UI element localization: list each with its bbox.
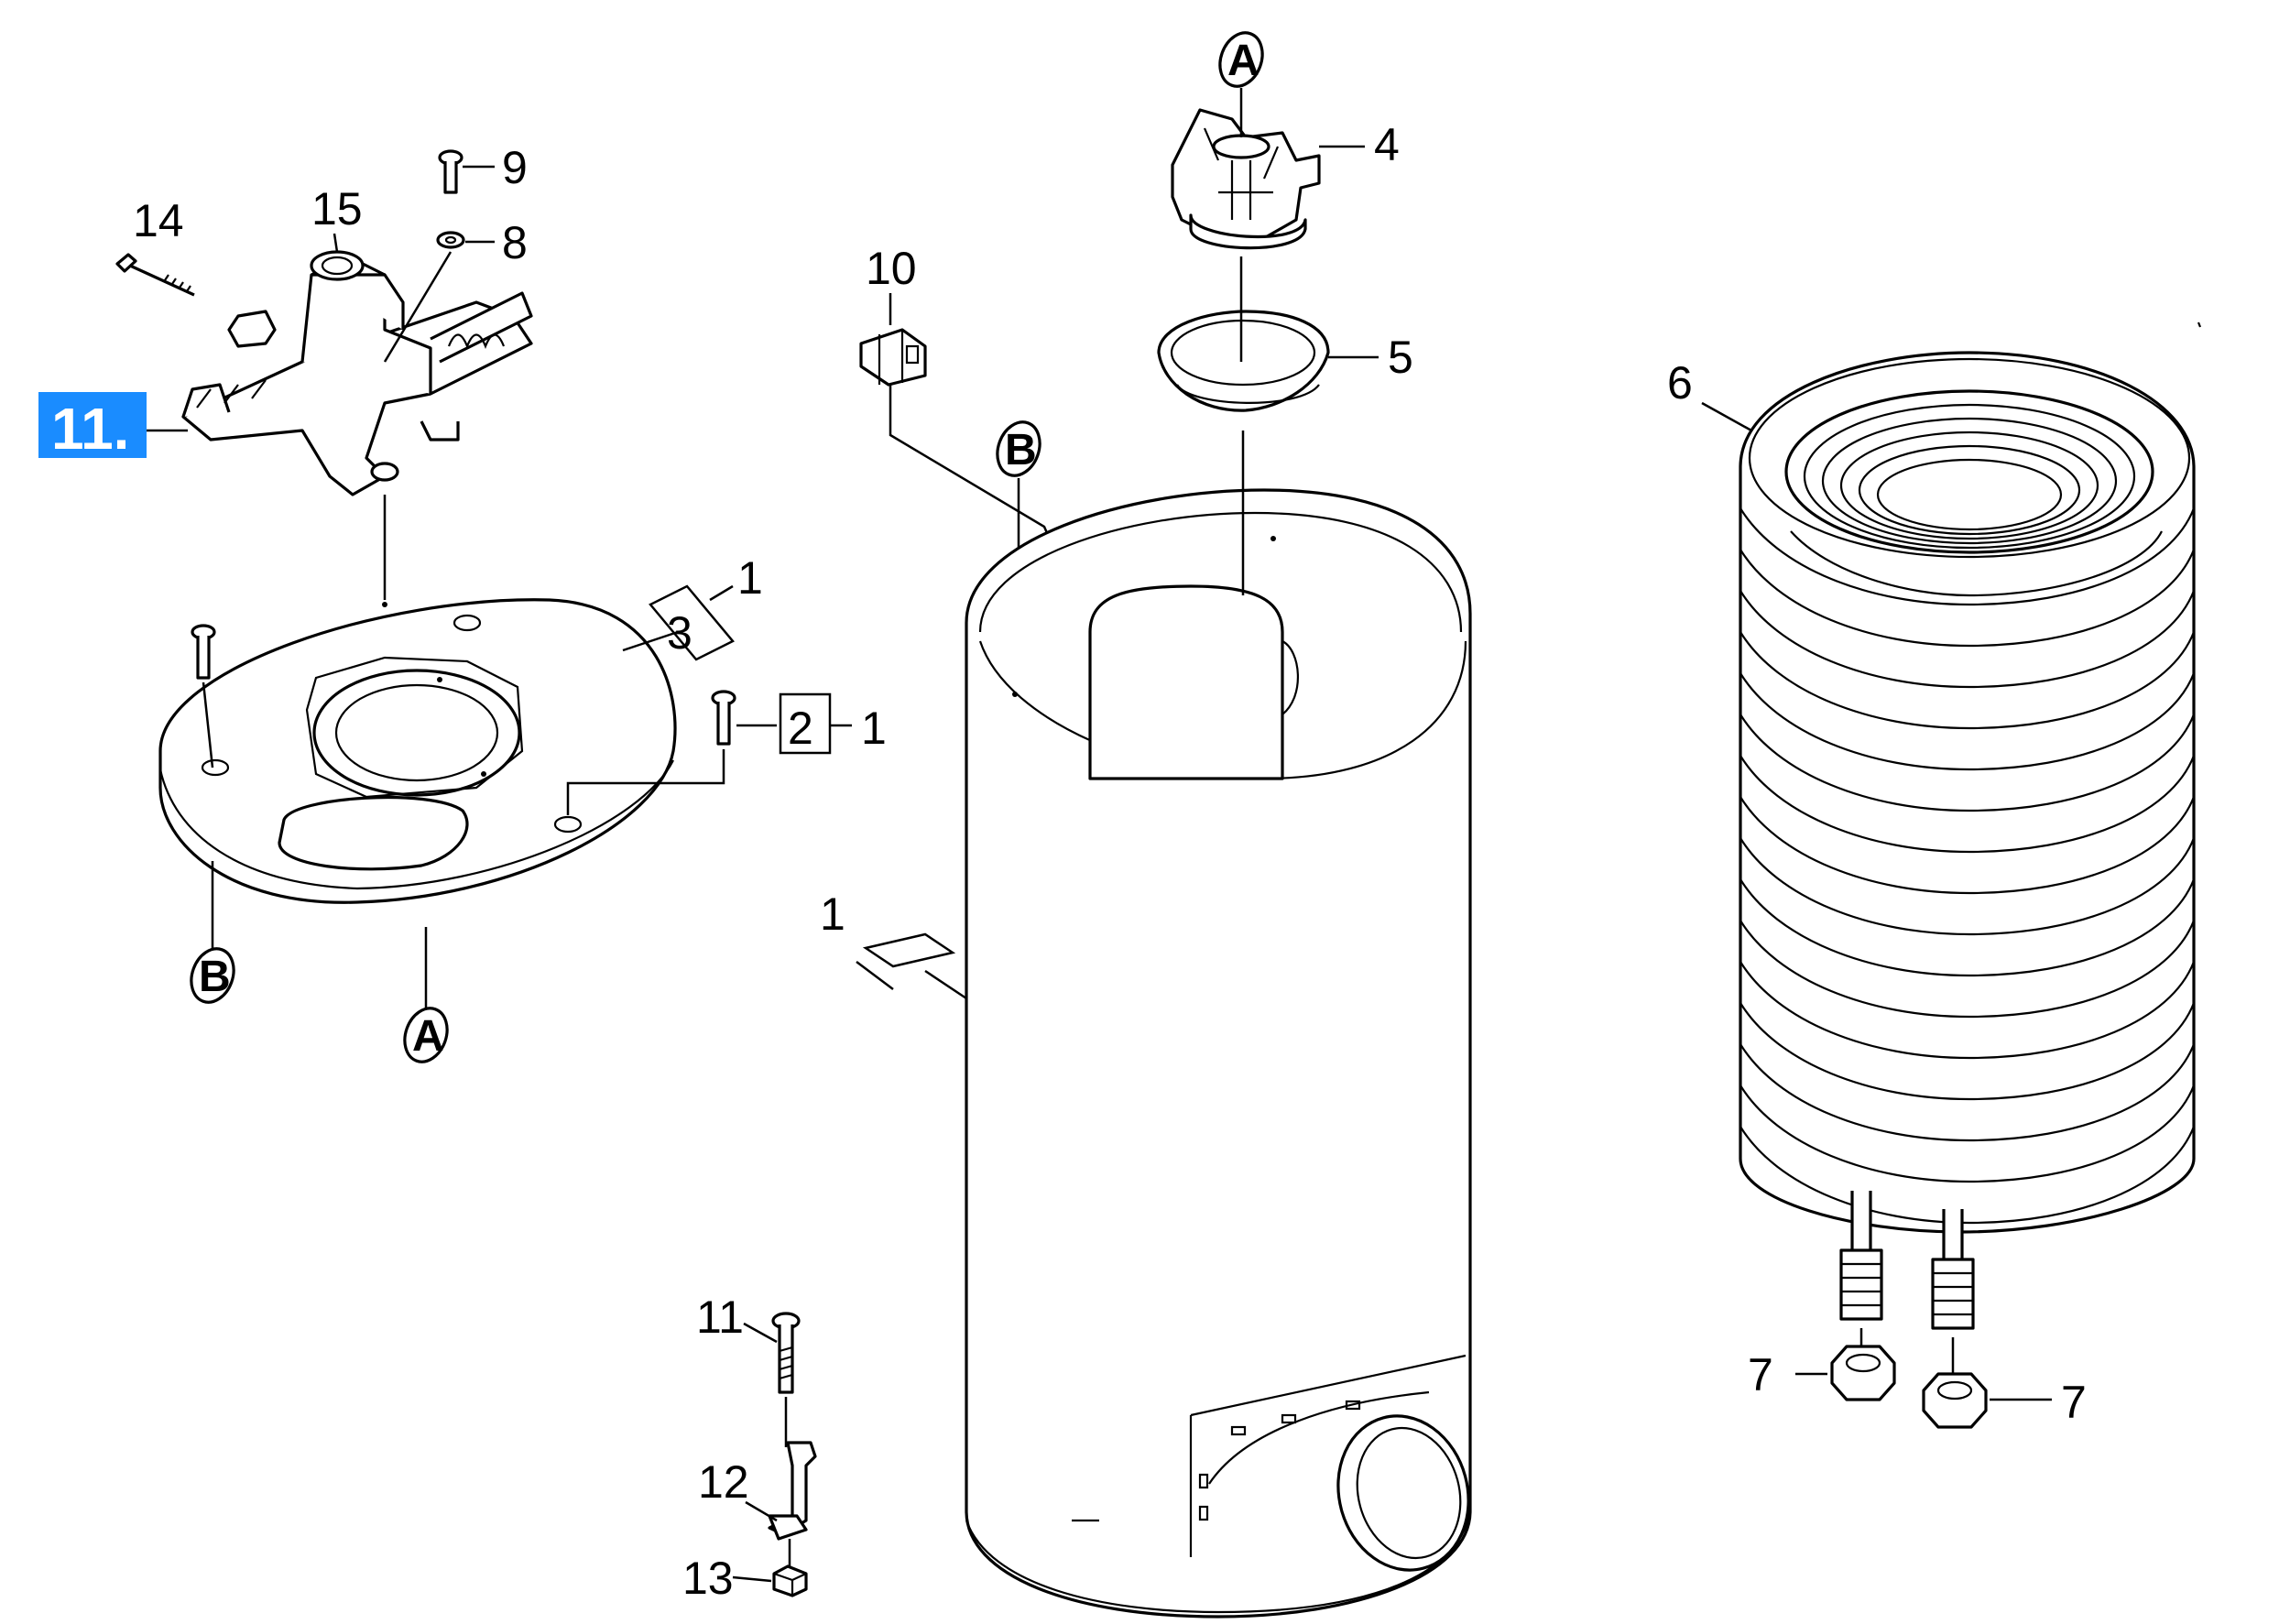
ref-b-tank: B [1005,426,1037,474]
callout-7-left: 7 [1748,1349,1773,1401]
highlight-badge-bg [38,392,147,458]
leader-2-to-cover [566,749,725,815]
highlight-badge-label: 11. [51,396,129,462]
nut-7-right [1922,1372,1988,1429]
clip-10 [859,328,927,387]
callout-13: 13 [682,1553,734,1604]
leader-8-to-bracket [383,251,453,363]
bolt-11 [771,1312,801,1394]
top-cover-disc [158,598,677,904]
ref-b-tank-circle [996,420,1041,477]
stray-mark [2197,322,2202,328]
screw-14 [115,253,195,297]
ref-b-cover: B [199,953,231,1001]
callout-2: 2 [788,703,813,754]
leader-1-tank [924,969,967,1000]
callout-9: 9 [502,142,528,193]
highlight-badge[interactable]: 11. [38,392,147,462]
washer-8 [436,231,465,249]
bolt-cover-left [191,624,216,680]
bolt-2 [711,690,736,746]
leader-3 [622,630,679,652]
callout-1-ring: 1 [737,552,763,604]
leader-bolt-cover [202,681,214,768]
bracket-box-3 [649,584,735,661]
callout-7-right: 7 [2061,1377,2087,1428]
callout-8: 8 [502,217,528,268]
callout-5: 5 [1388,332,1413,383]
ref-b-cover-circle [190,947,235,1004]
callout-6: 6 [1667,357,1693,409]
callout-4: 4 [1374,119,1400,170]
ref-a-top-circle [1218,31,1264,88]
leader-6 [1701,401,1752,432]
ref-a-top: A [1227,37,1260,85]
nut-7-left [1830,1345,1896,1401]
screw-9 [438,149,463,194]
bracket-slash-1-tank [856,961,894,990]
bracket-12 [768,1441,817,1541]
leader-11 [743,1322,778,1344]
callout-3: 3 [667,607,692,659]
callout-1-tank: 1 [820,888,845,940]
callout-1-bolt: 1 [861,703,887,754]
leader-13 [732,1575,772,1583]
gasket-ring-5 [1157,310,1330,412]
burner-bracket [181,250,533,496]
ref-a-bottom-circle [403,1007,449,1063]
bracket-box-1-tank [862,932,956,968]
leader-12 [745,1500,778,1522]
callout-15: 15 [311,183,363,234]
ref-a-bottom: A [412,1012,444,1061]
callout-11: 11 [696,1292,744,1343]
nut-13 [772,1564,808,1597]
tank-body [965,488,1472,1619]
bracket-box-2 [779,692,832,755]
leader-3-1 [709,584,734,602]
fitting-4 [1171,108,1321,250]
callout-12: 12 [698,1456,749,1508]
callout-10: 10 [866,243,917,294]
heating-coil-6 [1739,351,2196,1330]
callout-14: 14 [133,195,184,246]
leader-15 [333,233,339,253]
coil-turns [1739,507,2196,1225]
